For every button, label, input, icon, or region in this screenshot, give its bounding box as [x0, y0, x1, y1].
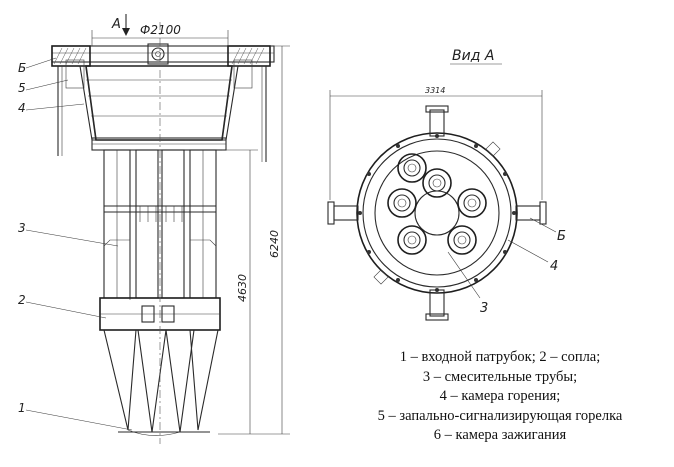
legend-line-5: 6 – камера зажигания — [433, 427, 567, 444]
right-callouts: Б 4 3 — [447, 217, 566, 316]
view-a-plan: Вид А 3314 — [327, 48, 566, 321]
diameter-label: Ф2100 — [140, 23, 181, 37]
width-dimension: 3314 — [425, 86, 445, 95]
nozzle-ring — [387, 153, 487, 255]
callout-1-left: 1 — [18, 401, 26, 415]
height-lower-label: 4630 — [236, 274, 249, 302]
side-elevation: A Ф2100 6240 4630 Б 5 4 3 2 1 — [18, 14, 290, 444]
callout-5-left: 5 — [18, 81, 26, 95]
callout-2-left: 2 — [18, 293, 26, 307]
callout-4-right: 4 — [550, 259, 558, 274]
callout-3-left: 3 — [18, 221, 26, 235]
legend: 1 – входной патрубок; 2 – сопла; 3 – сме… — [332, 348, 668, 446]
callout-3-right: 3 — [480, 301, 488, 316]
callout-4-left: 4 — [18, 101, 26, 115]
view-title: Вид А — [452, 48, 494, 64]
view-arrow-label: A — [111, 17, 121, 32]
legend-line-2: 3 – смесительные трубы; — [422, 368, 578, 385]
legend-line-4: 5 – запально-сигнализирующая горелка — [377, 407, 623, 424]
callout-b-left: Б — [18, 61, 26, 75]
height-total-label: 6240 — [268, 230, 281, 258]
legend-line-3: 4 – камера горения; — [439, 388, 561, 405]
legend-line-1: 1 – входной патрубок; 2 – сопла; — [399, 349, 601, 365]
callout-b-right: Б — [557, 229, 566, 244]
left-callouts: Б 5 4 3 2 1 — [18, 57, 133, 431]
